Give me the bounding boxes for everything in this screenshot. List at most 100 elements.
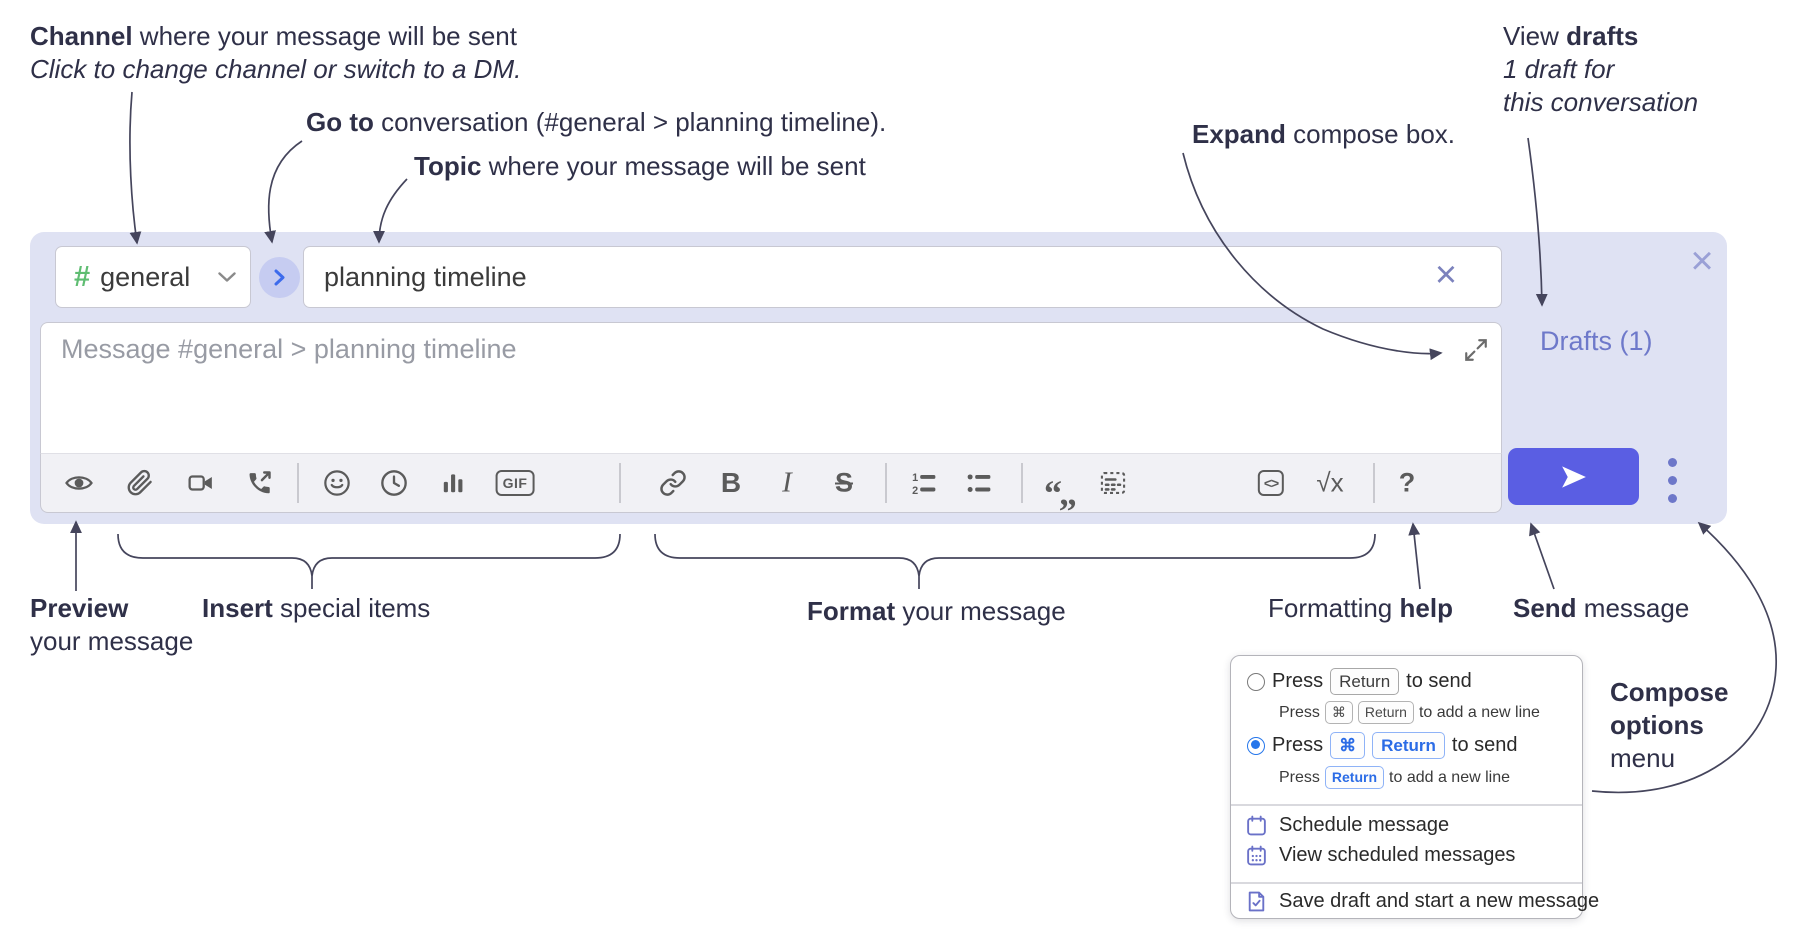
menu-item-label: Save draft and start a new message [1279,890,1600,912]
return-key-blue: Return [1324,766,1385,789]
strikethrough-button[interactable]: S [835,468,853,499]
attach-file-button[interactable] [127,469,154,497]
toolbar-divider [619,463,621,503]
insert-annotation-rest: special items [272,593,431,623]
drafts-annotation-line3: this conversation [1503,87,1699,117]
spoiler-button[interactable] [1099,469,1127,497]
send-annotation-bold: Send [1513,593,1577,623]
go-to-conversation-button[interactable] [259,257,300,298]
option-text: Press [1272,734,1324,756]
compose-options-line1: Compose [1610,677,1729,707]
audio-call-button[interactable] [245,469,273,497]
radio-unselected-icon[interactable] [1247,672,1265,691]
goto-arrow [264,140,303,244]
option-subtext: Press [1279,768,1320,786]
code-button[interactable]: <> [1257,470,1285,496]
expand-compose-icon[interactable] [1463,337,1489,363]
send-button[interactable] [1508,448,1639,505]
calendar-grid-icon [1247,845,1266,866]
svg-text:1: 1 [912,472,918,484]
help-pointer [1408,522,1421,590]
channel-annotation-rest: where your message will be sent [132,21,517,51]
return-key: Return [1357,701,1414,724]
strikethrough-icon: S [834,467,854,498]
question-mark-icon: ? [1398,467,1416,498]
preview-annotation-bold: Preview [30,593,129,623]
menu-item-label: View scheduled messages [1279,844,1516,866]
emoji-button[interactable] [323,469,351,497]
kebab-dot [1668,476,1677,485]
save-draft-item[interactable]: Save draft and start a new message [1245,890,1599,913]
compose-options-line2: options [1610,710,1704,740]
bulleted-list-icon [967,474,991,492]
help-annotation-pre: Formatting [1268,593,1400,623]
send-option-cmd-enter[interactable]: Press ⌘ Return to send [1247,732,1518,759]
bulleted-list-button[interactable] [964,470,994,496]
compose-options-menu-button[interactable] [1668,458,1678,512]
format-annotation-rest: your message [895,596,1066,626]
help-annotation: Formatting help [1268,592,1453,625]
expand-annotation-bold: Expand [1192,119,1286,149]
channel-name: general [100,261,191,292]
format-annotation: Format your message [807,595,1066,628]
kebab-dot [1668,458,1677,467]
help-annotation-bold: help [1399,593,1453,623]
math-button[interactable]: √x [1316,468,1343,499]
channel-annotation-bold: Channel [30,21,133,51]
return-key: Return [1330,668,1400,695]
bold-button[interactable]: B [721,467,741,499]
send-option-enter-sub: Press ⌘ Return to add a new line [1279,701,1540,724]
poll-button[interactable] [440,470,466,496]
cmd-key-blue: ⌘ [1330,732,1366,759]
math-icon: √x [1316,467,1344,498]
video-call-button[interactable] [186,470,216,496]
italic-button[interactable]: I [782,467,792,500]
expand-annotation-rest: compose box. [1285,119,1456,149]
schedule-message-item[interactable]: Schedule message [1245,814,1449,837]
drafts-annotation-line2: 1 draft for [1503,54,1615,84]
cmd-key: ⌘ [1324,701,1353,724]
insert-brace [117,533,621,589]
menu-item-label: Schedule message [1279,814,1450,836]
topic-clear-icon[interactable]: × [1434,254,1458,296]
preview-annotation: Preview your message [30,592,193,658]
chevron-down-icon [218,271,236,282]
phone-outgoing-icon [249,471,271,494]
topic-input-box [303,246,1502,308]
link-button[interactable] [659,469,687,497]
topic-annotation-rest: where your message will be sent [481,151,866,181]
chevron-right-icon [274,269,285,286]
channel-selector[interactable]: # general [55,246,251,308]
preview-button[interactable] [64,471,94,496]
paperclip-icon [127,469,152,496]
code-icon: <> [1263,475,1279,491]
message-input-box[interactable]: Message #general > planning timeline [40,322,1502,453]
option-text: to send [1406,670,1472,692]
close-compose-icon[interactable]: × [1690,239,1714,283]
spoiler-icon [1100,472,1126,494]
goto-annotation-rest: conversation (#general > planning timeli… [373,107,887,137]
format-brace [654,533,1376,589]
send-annotation: Send message [1513,592,1689,625]
gif-button[interactable]: GIF [495,470,535,496]
toolbar-divider [1021,463,1023,503]
topic-annotation-bold: Topic [414,151,482,181]
send-option-enter[interactable]: Press Return to send [1247,668,1472,695]
add-time-button[interactable] [380,469,408,497]
quote-button[interactable]: “„ [1044,475,1077,511]
view-scheduled-messages-item[interactable]: View scheduled messages [1245,844,1515,867]
message-formatting-help-button[interactable]: ? [1399,468,1416,499]
option-text: Press [1272,670,1324,692]
italic-icon: I [782,466,792,499]
video-camera-icon [188,475,212,491]
radio-selected-icon[interactable] [1247,736,1265,755]
numbered-list-icon: 12 [912,472,936,496]
topic-input[interactable] [324,247,1404,307]
kebab-dot [1668,494,1677,503]
calendar-icon [1247,815,1266,836]
drafts-annotation: View drafts 1 draft for this conversatio… [1503,20,1698,119]
drafts-link[interactable]: Drafts (1) [1540,326,1653,356]
insert-annotation: Insert special items [202,592,430,625]
